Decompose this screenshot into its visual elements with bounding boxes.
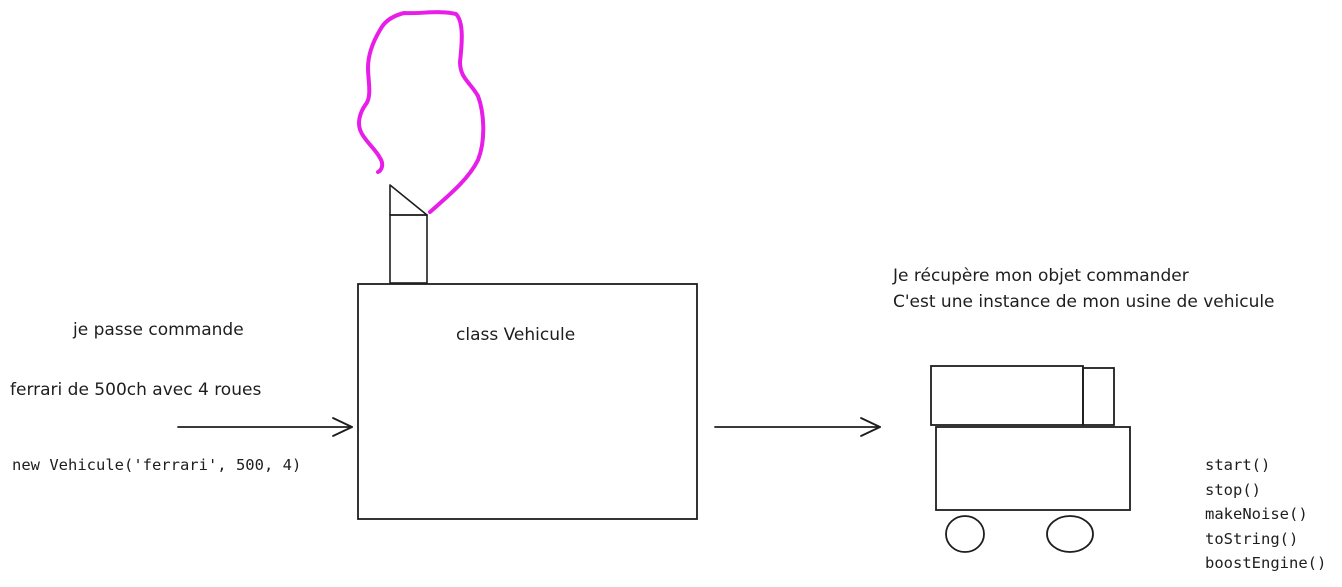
factory-chimney-cap [389,184,428,216]
vehicle-cabin-front [1082,367,1115,426]
vehicle-body [935,426,1131,511]
order-heading: je passe commande [73,320,244,340]
method-item: toString() [1205,529,1299,548]
factory-title: class Vehicule [456,325,576,345]
factory-box [357,283,698,520]
input-arrow [177,417,353,437]
result-line-2: C'est une instance de mon usine de vehic… [893,292,1275,312]
vehicle-wheel-left [945,515,985,553]
factory-smoke [357,10,486,214]
methods-list: start() stop() makeNoise() toString() bo… [1205,453,1326,576]
vehicle-drawing [930,365,1131,553]
method-item: makeNoise() [1205,505,1308,523]
factory-chimney [389,214,428,284]
method-item: stop() [1205,480,1261,499]
vehicle-cabin [930,365,1084,426]
result-line-1: Je récupère mon objet commander [893,266,1189,286]
method-item: start() [1205,456,1271,474]
method-item: boostEngine() [1205,554,1327,572]
constructor-call: new Vehicule('ferrari', 500, 4) [12,456,302,474]
order-description: ferrari de 500ch avec 4 roues [10,380,262,400]
output-arrow [714,417,881,437]
vehicle-wheel-right [1046,515,1094,553]
